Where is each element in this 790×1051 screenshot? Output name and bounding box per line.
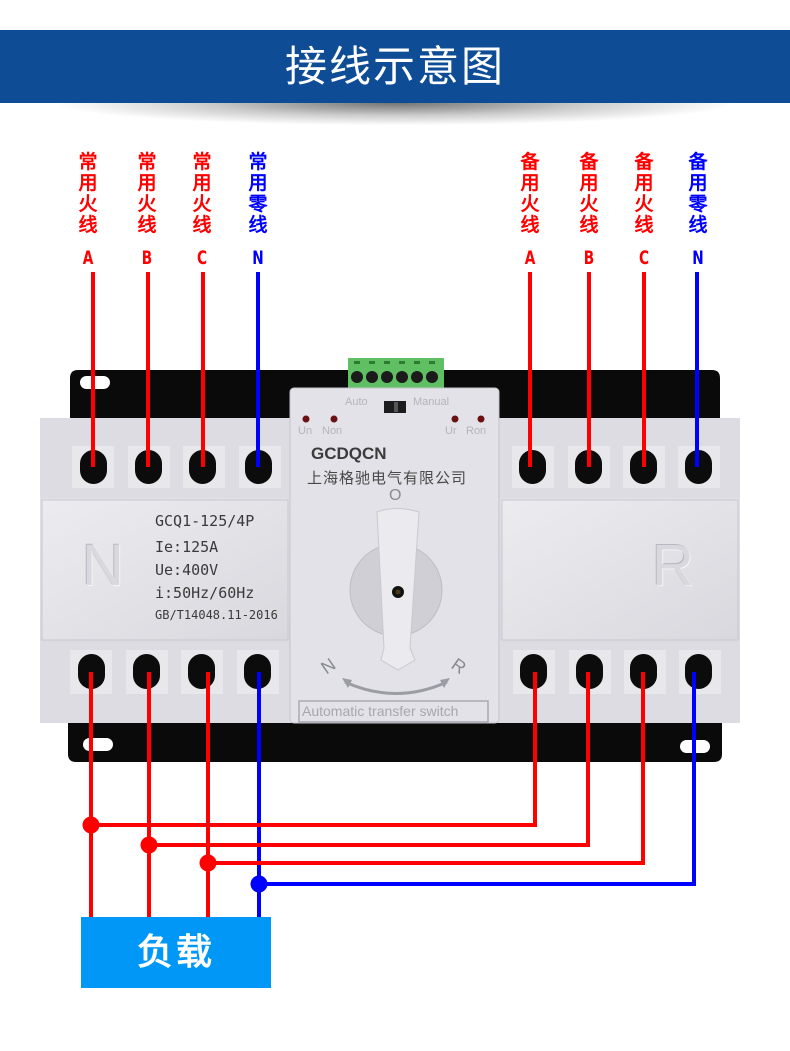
- wires-backup-input: [528, 272, 699, 467]
- label-text: 备用火线: [634, 151, 654, 236]
- terminal-hole: [78, 654, 105, 689]
- label-text: 备用零线: [688, 151, 708, 236]
- terminal-hole: [576, 654, 603, 689]
- backup-side-panel: [501, 499, 739, 641]
- led-un: [302, 415, 310, 423]
- wires-normal-input: [91, 272, 260, 467]
- label-text: 常用火线: [137, 151, 157, 236]
- terminal-letter: A: [82, 247, 94, 269]
- handle-off-mark: O: [389, 487, 402, 504]
- junction-c: [199, 854, 217, 872]
- rotation-arrow: [344, 680, 448, 695]
- terminal-letter: N: [252, 247, 264, 269]
- terminal-letter: C: [196, 247, 208, 269]
- company-name: 上海格驰电气有限公司: [307, 469, 468, 487]
- terminal-hole: [519, 450, 546, 484]
- standard: GB/T14048.11-2016: [155, 608, 278, 622]
- led-label-ur: Ur: [445, 425, 457, 437]
- led-ur: [451, 415, 459, 423]
- mounting-bracket-bottom: [68, 720, 722, 762]
- wire-backup-a-out: [91, 672, 537, 827]
- backup-side-mark: R: [652, 533, 694, 598]
- terminal-letter: A: [524, 247, 536, 269]
- load-label: 负载: [136, 932, 215, 973]
- terminal-letter: C: [638, 247, 650, 269]
- led-label-ron: Ron: [466, 425, 487, 437]
- junction-b: [140, 836, 158, 854]
- label-normal-b: 常用火线 B: [132, 152, 162, 269]
- brand-name: GCDQCN: [311, 444, 387, 463]
- junction-a: [82, 816, 100, 834]
- label-normal-a: 常用火线 A: [73, 152, 103, 269]
- normal-side-mark: N: [82, 533, 124, 598]
- normal-side-panel: [41, 499, 289, 641]
- terminal-hole: [188, 654, 215, 689]
- label-backup-b: 备用火线 B: [574, 152, 604, 269]
- model-number: GCQ1-125/4P: [155, 512, 255, 530]
- load-box: 负载: [81, 917, 271, 988]
- label-backup-a: 备用火线 A: [515, 152, 545, 269]
- wire-backup-c-out: [208, 672, 645, 865]
- wires-output: [82, 672, 696, 918]
- wire-backup-b-out: [149, 672, 590, 847]
- label-text: 常用火线: [78, 151, 98, 236]
- rated-voltage: Ue:400V: [155, 561, 219, 579]
- terminal-letter: B: [583, 247, 595, 269]
- footer-label: Automatic transfer switch: [302, 703, 459, 719]
- led-label-un: Un: [298, 425, 313, 437]
- terminal-hole: [133, 654, 160, 689]
- junction-n: [250, 875, 268, 893]
- rotary-handle: [342, 508, 450, 695]
- label-text: 常用火线: [192, 151, 212, 236]
- terminal-letter: B: [141, 247, 153, 269]
- label-backup-c: 备用火线 C: [629, 152, 659, 269]
- terminals-bottom: [70, 650, 721, 694]
- mode-manual-label: Manual: [413, 396, 450, 408]
- label-normal-n: 常用零线 N: [243, 152, 273, 269]
- control-terminal-block: [348, 358, 444, 388]
- header-shadow: [60, 103, 730, 125]
- label-text: 备用火线: [579, 151, 599, 236]
- rated-current: Ie:125A: [155, 538, 219, 556]
- footer-label-frame: [298, 700, 489, 723]
- header-banner: [0, 30, 790, 103]
- page-title: 接线示意图: [284, 42, 505, 91]
- label-backup-n: 备用零线 N: [683, 152, 713, 269]
- terminal-letter: N: [692, 247, 704, 269]
- terminal-hole: [685, 654, 712, 689]
- frequency: i:50Hz/60Hz: [155, 584, 255, 602]
- terminal-hole: [630, 654, 657, 689]
- label-text: 备用火线: [520, 151, 540, 236]
- terminal-hole: [244, 654, 271, 689]
- wire-backup-n-out: [259, 672, 696, 886]
- mode-auto-label: Auto: [345, 396, 368, 408]
- bracket-slot: [83, 738, 113, 751]
- led-non: [330, 415, 338, 423]
- led-label-non: Non: [322, 425, 343, 437]
- led-ron: [477, 415, 485, 423]
- label-normal-c: 常用火线 C: [187, 152, 217, 269]
- terminal-hole: [520, 654, 547, 689]
- label-text: 常用零线: [248, 151, 268, 236]
